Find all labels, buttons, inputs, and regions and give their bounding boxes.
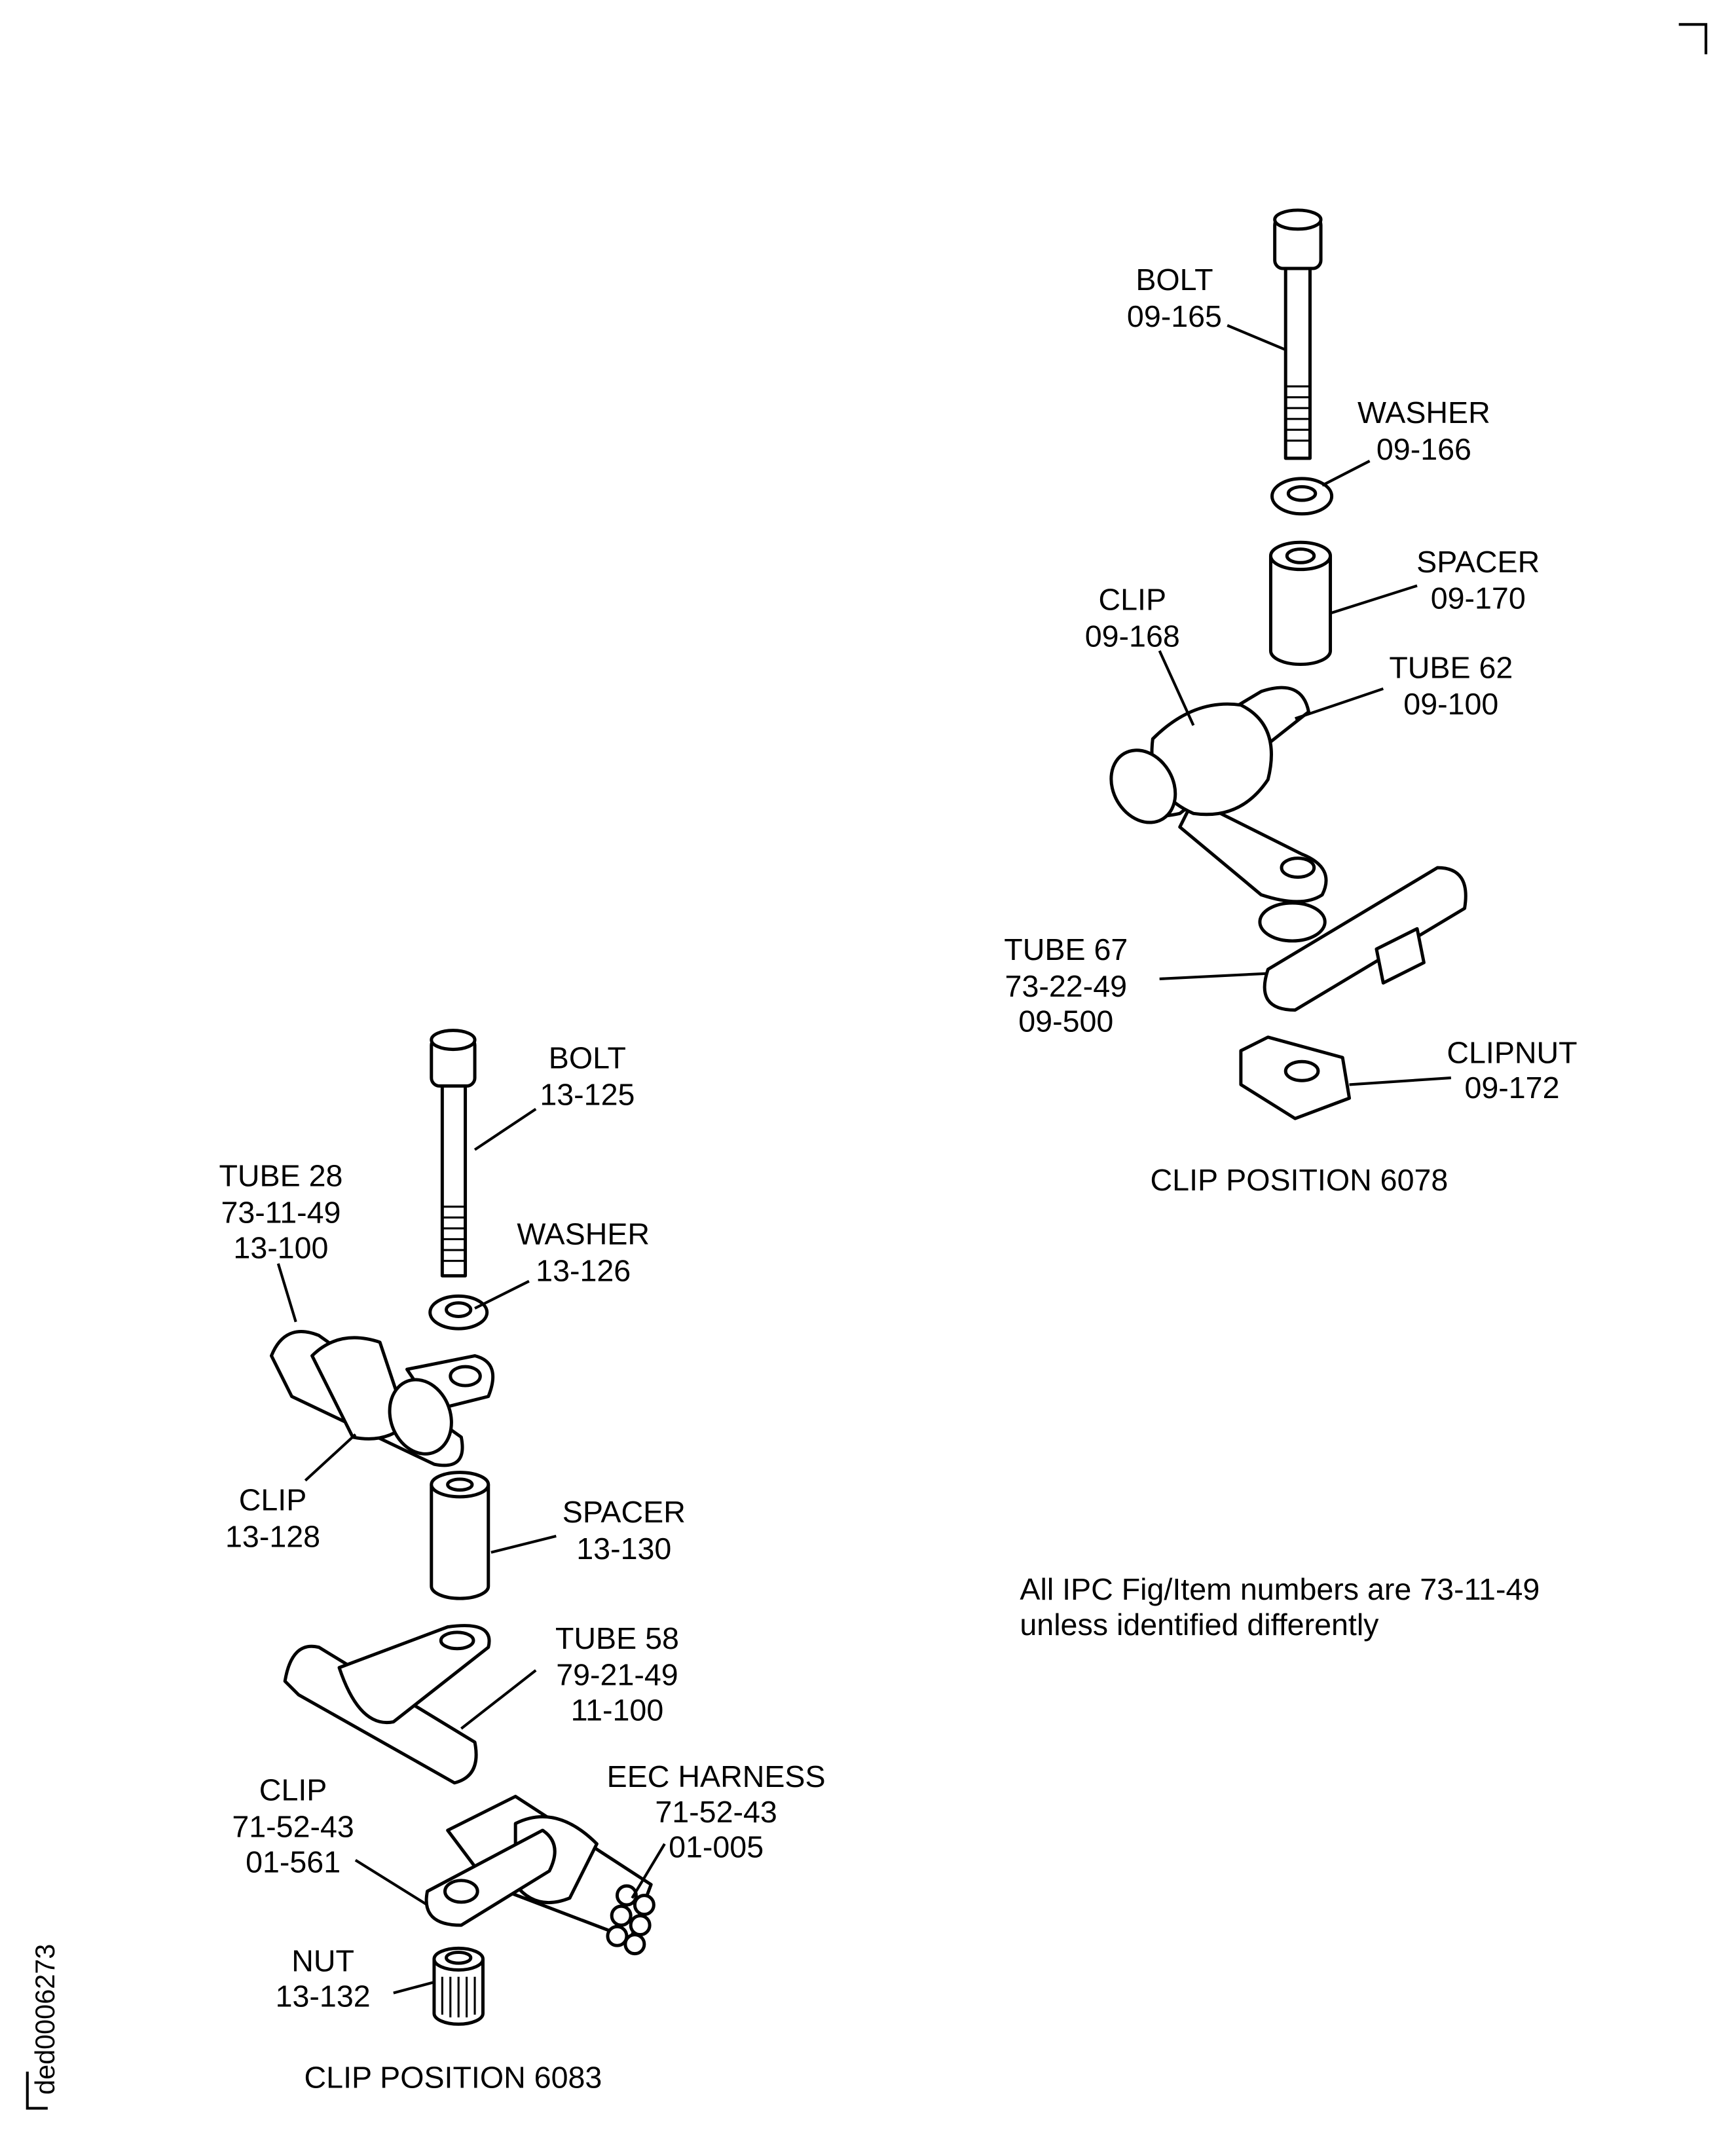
- nut-13-132: [432, 1946, 485, 2026]
- tube-58-with-clip: [283, 1624, 491, 1785]
- label-eec-harness: EEC HARNESS: [607, 1759, 826, 1794]
- label-fig: 73-22-49: [1005, 969, 1127, 1003]
- bolt-09-165: [1273, 208, 1323, 460]
- label-nut-13-132: NUT: [291, 1944, 354, 1978]
- tube-28-with-clip: [269, 1330, 495, 1467]
- label-tube-67: TUBE 67: [1004, 932, 1128, 966]
- assembly-6083: [269, 1029, 656, 2026]
- label-item: 09-100: [1403, 687, 1498, 721]
- label-item: 13-128: [225, 1519, 320, 1553]
- tube-67: [1258, 866, 1468, 1012]
- label-item: 01-005: [669, 1830, 764, 1864]
- label-item: 09-168: [1085, 619, 1180, 653]
- label-item: 09-165: [1127, 299, 1222, 333]
- label-tube-58: TUBE 58: [555, 1621, 679, 1655]
- label-spacer-09-170: SPACER: [1416, 545, 1540, 579]
- label-clip-13-128: CLIP: [239, 1483, 307, 1517]
- label-item: 11-100: [571, 1693, 664, 1727]
- label-item: 13-132: [276, 1979, 371, 2013]
- label-item: 13-125: [540, 1077, 635, 1111]
- label-item: 09-500: [1018, 1004, 1113, 1039]
- bolt-13-125: [430, 1029, 477, 1278]
- caption-clip-position-6078: CLIP POSITION 6078: [1151, 1163, 1449, 1197]
- note-line-1: All IPC Fig/Item numbers are 73-11-49: [1020, 1572, 1540, 1606]
- label-clip-09-168: CLIP: [1098, 583, 1166, 617]
- note-line-2: unless identified differently: [1020, 1608, 1379, 1642]
- leader-lines-6078: [1158, 324, 1451, 1086]
- label-item: 13-126: [536, 1254, 631, 1288]
- label-fig: 71-52-43: [655, 1795, 777, 1829]
- corner-mark-top-right: [1678, 23, 1708, 54]
- label-fig: 79-21-49: [556, 1658, 678, 1692]
- label-clipnut-09-172: CLIPNUT: [1447, 1035, 1577, 1069]
- label-fig: 71-52-43: [232, 1810, 354, 1844]
- caption-clip-position-6083: CLIP POSITION 6083: [305, 2061, 602, 2095]
- label-fig: 73-11-49: [221, 1196, 341, 1230]
- corner-mark-bottom-left: [26, 2071, 48, 2110]
- clipnut-09-172: [1239, 1035, 1352, 1120]
- harness-wire-ends: [606, 1884, 656, 1956]
- label-item: 13-130: [576, 1532, 671, 1566]
- label-bolt-13-125: BOLT: [549, 1041, 626, 1075]
- washer-13-126: [428, 1294, 489, 1331]
- clip-and-harness: [424, 1794, 656, 1956]
- label-item: 01-561: [246, 1845, 341, 1879]
- label-item: 09-170: [1431, 581, 1526, 616]
- assembly-6078: [1109, 208, 1468, 1120]
- label-tube-28: TUBE 28: [219, 1159, 342, 1193]
- leader-lines-6083: [276, 1107, 666, 1995]
- label-tube-62: TUBE 62: [1389, 650, 1513, 684]
- spacer-09-170: [1268, 540, 1333, 667]
- label-bolt-09-165: BOLT: [1136, 263, 1213, 297]
- label-spacer-13-130: SPACER: [563, 1495, 686, 1529]
- label-washer-09-166: WASHER: [1357, 396, 1490, 430]
- label-clip-01-561: CLIP: [259, 1773, 327, 1807]
- label-washer-13-126: WASHER: [517, 1217, 650, 1251]
- label-item: 09-172: [1464, 1071, 1559, 1105]
- label-item: 09-166: [1376, 432, 1471, 466]
- spacer-13-130: [430, 1471, 490, 1600]
- tube-62-with-clip: [1109, 686, 1328, 904]
- label-item: 13-100: [233, 1230, 328, 1264]
- washer-09-166: [1270, 477, 1334, 516]
- figure-code: ded0006273: [30, 1944, 60, 2095]
